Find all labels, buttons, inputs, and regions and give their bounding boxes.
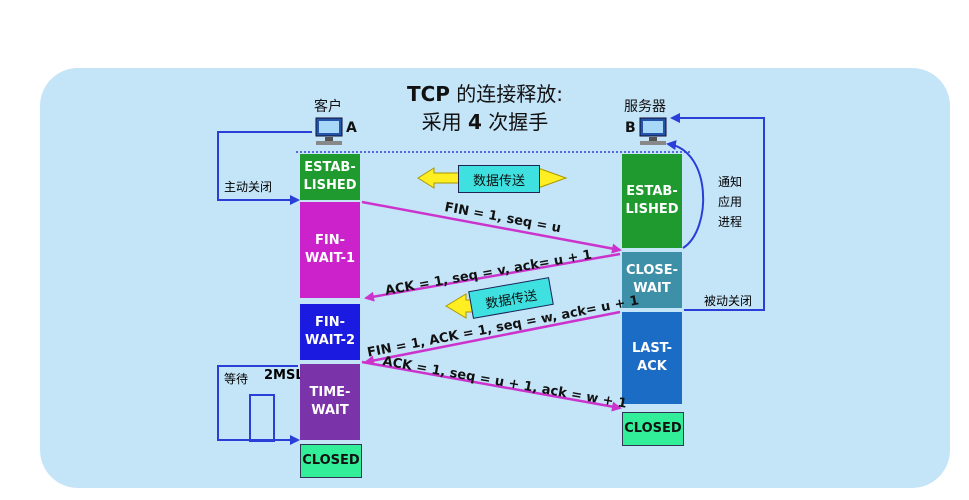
fin-arrow xyxy=(361,200,622,254)
server-computer-icon xyxy=(639,117,667,145)
diagram-panel xyxy=(40,68,950,488)
ack-arrow xyxy=(364,252,621,302)
wait-label: 等待 xyxy=(224,372,249,386)
server-state-closed: CLOSED xyxy=(622,412,684,446)
timer-box xyxy=(249,394,275,442)
active-close-label: 主动关闭 xyxy=(224,180,273,194)
passive-close-label: 被动关闭 xyxy=(704,294,753,308)
server-label: 服务器 xyxy=(624,99,666,115)
final-ack-arrow xyxy=(361,360,622,412)
client-letter: A xyxy=(346,120,357,136)
client-label: 客户 xyxy=(314,99,342,115)
client-state-time-wait: TIME- WAIT xyxy=(300,364,360,440)
title-line-2: 采用 4 次握手 xyxy=(421,110,549,134)
passive-close-line xyxy=(670,113,765,311)
wait-time-label: 2MSL xyxy=(264,368,304,383)
active-close-line xyxy=(217,131,312,205)
client-state-established: ESTAB- LISHED xyxy=(300,154,360,200)
server-state-close-wait: CLOSE- WAIT xyxy=(622,252,682,308)
diagram-title: TCP 的连接释放: 采用 4 次握手 xyxy=(370,80,600,136)
title-line-1: TCP 的连接释放: xyxy=(406,82,564,106)
notify-line xyxy=(666,140,705,249)
client-computer-icon xyxy=(315,117,343,145)
server-letter: B xyxy=(625,120,636,136)
data-transfer-tag-1: 数据传送 xyxy=(458,165,540,193)
client-state-fin-wait-1: FIN- WAIT-1 xyxy=(300,202,360,298)
fin-ack-arrow xyxy=(364,310,621,366)
server-state-established: ESTAB- LISHED xyxy=(622,154,682,248)
client-state-fin-wait-2: FIN- WAIT-2 xyxy=(300,304,360,360)
client-state-closed: CLOSED xyxy=(300,444,362,478)
server-state-last-ack: LAST- ACK xyxy=(622,312,682,404)
notify-app-label: 通知 应用 进程 xyxy=(718,175,743,229)
